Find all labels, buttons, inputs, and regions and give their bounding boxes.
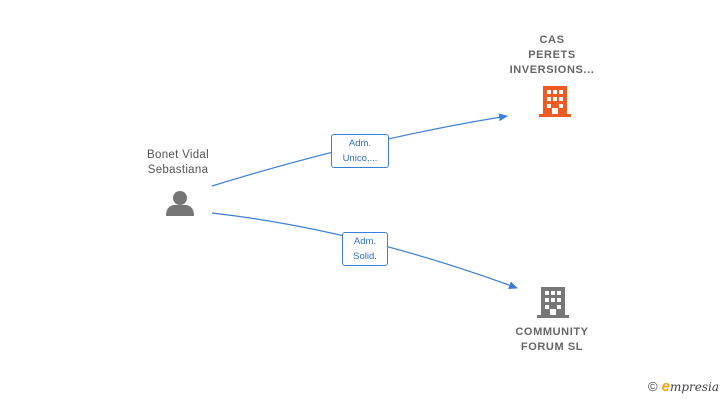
person-icon[interactable] (166, 191, 194, 216)
company-name-line1: CAS (539, 34, 565, 46)
company-name-line3: INVERSIONS... (509, 64, 595, 76)
company-name-line2: PERETS (528, 49, 576, 61)
edge-label-line1: Adm. (353, 236, 377, 247)
brand-logo: empresia (662, 378, 719, 395)
person-name[interactable]: Bonet Vidal Sebastiana (130, 148, 226, 178)
company-name-line1: COMMUNITY (515, 326, 589, 338)
edge-label-line2: Solid. (353, 251, 377, 262)
company-name-community-forum[interactable]: COMMUNITY FORUM SL (496, 325, 608, 355)
edge-label-role[interactable]: Adm. Unico,... (331, 134, 389, 168)
brand-logo-e: e (661, 378, 670, 395)
edge-label-line1: Adm. (348, 138, 372, 149)
person-name-line1: Bonet Vidal (147, 149, 209, 161)
copyright-icon: © (648, 379, 658, 394)
building-icon[interactable] (537, 287, 569, 318)
edge-label-role[interactable]: Adm. Solid. (342, 232, 388, 266)
edge-label-line2: Unico,... (342, 153, 378, 164)
company-name-cas-perets[interactable]: CAS PERETS INVERSIONS... (492, 33, 612, 78)
building-icon[interactable] (539, 86, 571, 117)
brand-logo-rest: mpresia (669, 380, 719, 394)
company-name-line2: FORUM SL (520, 341, 584, 353)
person-name-line2: Sebastiana (147, 164, 209, 176)
brand-watermark: © empresia (648, 378, 719, 395)
